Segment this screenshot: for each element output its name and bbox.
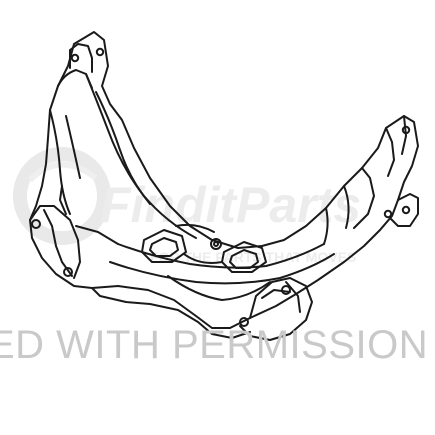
permission-watermark: ED WITH PERMISSION FRC	[0, 323, 435, 367]
permission-watermark-text: ED WITH PERMISSION FRC	[0, 323, 435, 367]
svg-text:FinditParts: FinditParts	[100, 177, 361, 233]
